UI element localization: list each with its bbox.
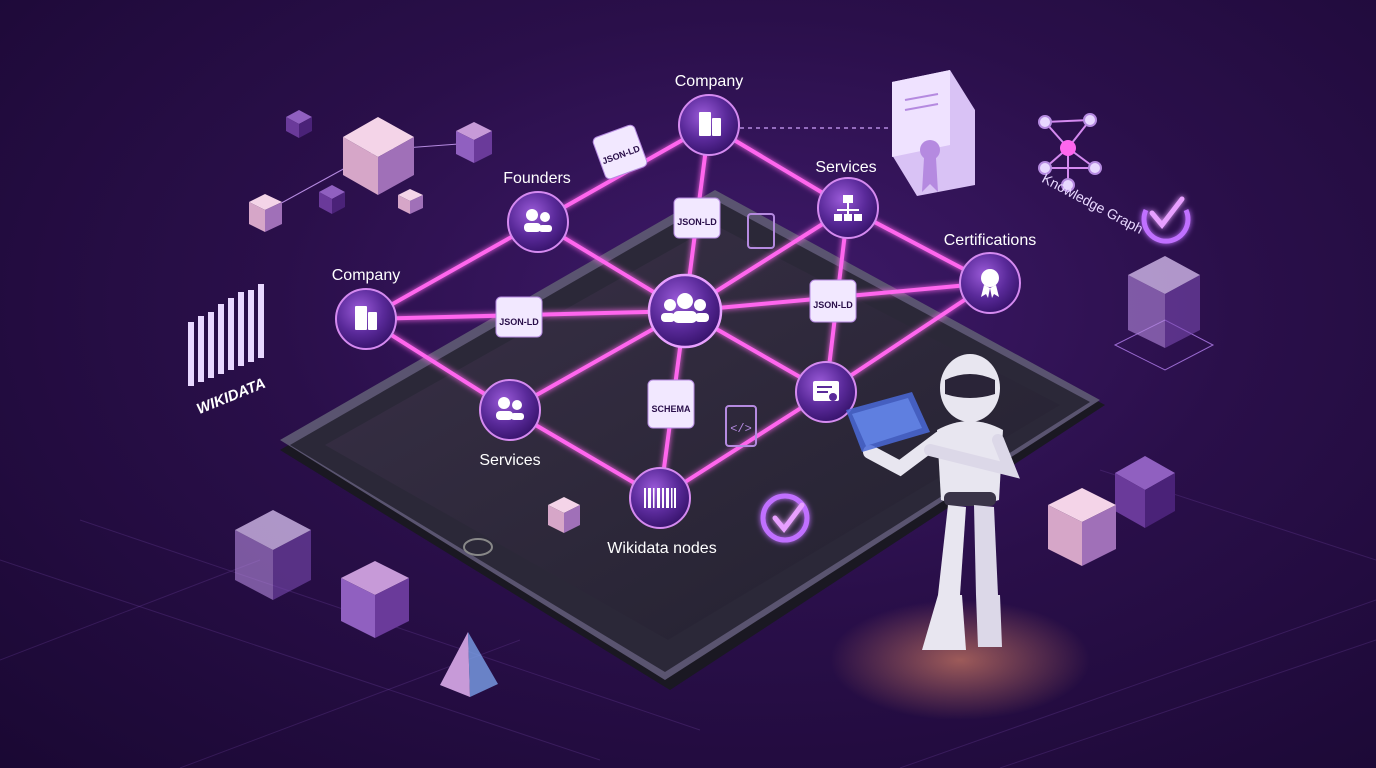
flag-file-icon <box>747 213 775 249</box>
certificate-icon <box>892 70 975 196</box>
label-founders: Founders <box>503 170 571 187</box>
label-certifications: Certifications <box>944 232 1036 249</box>
svg-text:JSON-LD: JSON-LD <box>677 217 717 227</box>
edge <box>824 281 992 394</box>
cube-large <box>343 117 414 195</box>
cube-small <box>548 497 580 533</box>
node-wikidata <box>629 467 691 529</box>
knowledge-graph-icon <box>1038 113 1102 192</box>
building-icon <box>355 306 377 330</box>
people-icon <box>524 209 552 232</box>
jsonld-chip-2: JSON-LD <box>495 296 543 338</box>
schema-chip: SCHEMA <box>647 379 695 429</box>
pyramid <box>440 632 498 697</box>
svg-text:</>: </> <box>730 422 752 436</box>
robot-glow <box>830 600 1090 720</box>
label-company-left: Company <box>332 267 400 284</box>
glass-cube <box>235 510 311 600</box>
knowledge-graph-label: Knowledge Graph <box>1039 170 1145 237</box>
barcode-icon <box>644 488 676 508</box>
svg-text:WIKIDATA: WIKIDATA <box>194 375 268 418</box>
hierarchy-icon <box>834 195 862 221</box>
wikidata-logo: WIKIDATA <box>188 284 268 418</box>
cube-cluster-left <box>235 497 580 697</box>
node-company-top <box>678 94 740 156</box>
cube-cluster-right <box>1048 456 1175 566</box>
group-icon <box>661 293 709 323</box>
node-center <box>647 273 723 349</box>
glass-cube <box>1113 256 1215 371</box>
node-labels: Company Founders Services Certifications… <box>332 73 1036 557</box>
cube-cluster <box>249 110 492 232</box>
cube <box>1115 456 1175 528</box>
cube-small <box>319 185 345 214</box>
graph-nodes <box>335 94 1021 529</box>
node-founders <box>507 191 569 253</box>
node-services-bottom <box>479 379 541 441</box>
label-services-top: Services <box>815 159 876 176</box>
cube <box>1048 488 1116 566</box>
certificate-icon <box>813 381 839 401</box>
jsonld-chip-rotated: JSON-LD <box>592 124 648 180</box>
jsonld-chip-3: JSON-LD <box>809 279 857 323</box>
node-certifications <box>959 252 1021 314</box>
cube-small <box>456 122 492 163</box>
label-company-top: Company <box>675 73 743 90</box>
svg-text:JSON-LD: JSON-LD <box>813 300 853 310</box>
tablet-screen <box>325 225 1060 640</box>
jsonld-chip-1: JSON-LD <box>673 197 721 239</box>
code-file-icon: </> <box>725 405 757 447</box>
label-services-bottom: Services <box>479 452 540 469</box>
label-wikidata-nodes: Wikidata nodes <box>607 540 716 557</box>
node-document <box>795 361 857 423</box>
home-button <box>463 538 493 556</box>
check-badge-icon <box>760 493 810 543</box>
cube-small <box>249 194 282 232</box>
svg-text:SCHEMA: SCHEMA <box>651 404 691 414</box>
node-services-top <box>817 177 879 239</box>
people-icon <box>496 397 524 420</box>
robot-figure <box>846 354 1020 650</box>
svg-text:JSON-LD: JSON-LD <box>499 317 539 327</box>
edge <box>364 220 540 321</box>
node-company-left <box>335 288 397 350</box>
cube-small <box>398 189 423 214</box>
award-icon <box>981 269 999 298</box>
building-icon <box>699 112 721 136</box>
tablet <box>280 190 1105 690</box>
check-badge-icon <box>1141 196 1191 244</box>
data-chips: JSON-LD JSON-LD JSON-LD SCHEMA JSON-LD <… <box>495 124 857 447</box>
cube-small <box>286 110 312 138</box>
cube <box>341 561 409 638</box>
